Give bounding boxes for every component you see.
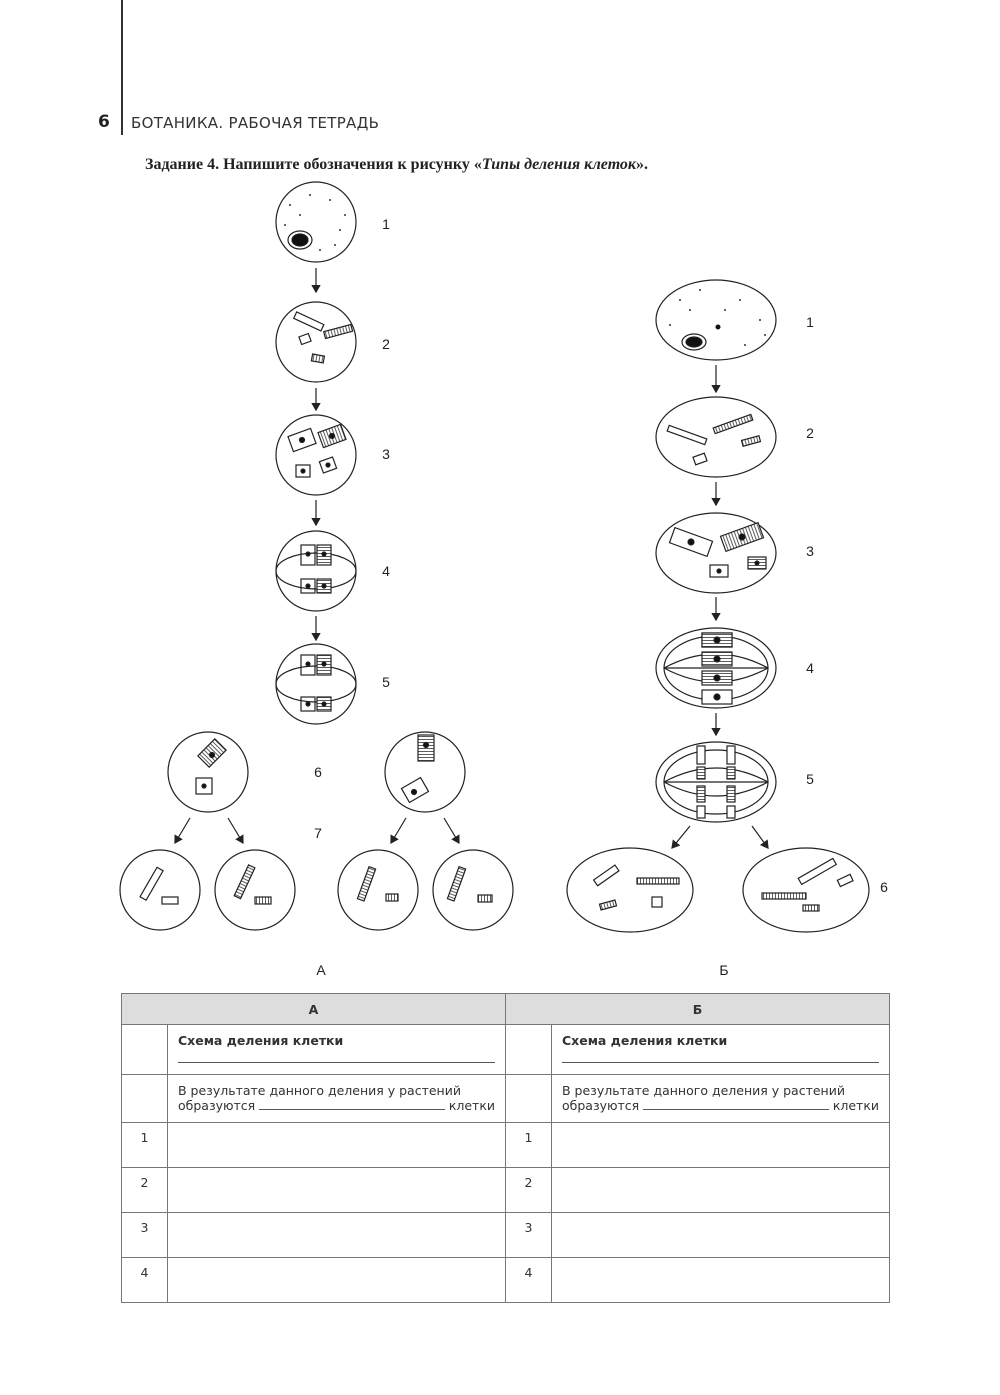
left-stage-labels: 1 2 3 4 5 6 7 [314, 216, 390, 841]
stage-label: 6 [314, 764, 322, 780]
stage-label: 5 [806, 771, 814, 787]
stage-label: 6 [880, 879, 888, 895]
row-number: 4 [121, 1257, 168, 1303]
row-number: 4 [505, 1257, 552, 1303]
page-number: 6 [98, 112, 110, 132]
mitosis-stage-1 [275, 181, 357, 263]
scheme-label-a: Схема деления клетки [178, 1033, 344, 1048]
row-number: 2 [505, 1167, 552, 1213]
result-cell-a[interactable]: В результате данного деления у растений … [167, 1074, 506, 1123]
stage-label: 5 [382, 674, 390, 690]
mitosis-stage-4 [275, 530, 357, 612]
stage-label: 3 [806, 543, 814, 559]
result-cell-b[interactable]: В результате данного деления у растений … [551, 1074, 890, 1123]
result-suffix-b: клетки [832, 1098, 879, 1113]
meiosis-stage-1 [655, 279, 777, 361]
answer-cell-a-2[interactable] [167, 1167, 506, 1213]
mitosis-stage-3 [275, 414, 357, 496]
stage-label: 1 [806, 314, 814, 330]
meiosis-stage-4 [655, 627, 777, 709]
stage-label: 2 [806, 425, 814, 441]
column-a-header: А [121, 993, 506, 1025]
row-number: 1 [505, 1122, 552, 1168]
scheme-cell-b[interactable]: Схема деления клетки [551, 1024, 890, 1075]
mitosis-stage-6-right [384, 731, 466, 813]
answer-cell-b-3[interactable] [551, 1212, 890, 1258]
running-title: БОТАНИКА. РАБОЧАЯ ТЕТРАДЬ [131, 114, 380, 132]
mitosis-stage-5 [275, 643, 357, 725]
margin-rule [121, 0, 123, 135]
meiosis-stage-3 [655, 512, 777, 594]
task-heading: Задание 4. Напишите обозначения к рисунк… [145, 156, 648, 174]
mitosis-stage-2 [275, 301, 357, 383]
answer-cell-a-4[interactable] [167, 1257, 506, 1303]
cell-division-figure: 1 2 3 4 5 6 7 1 2 3 4 5 6 А Б [119, 181, 888, 978]
caption-left: А [316, 962, 326, 978]
result-text-b: В результате данного деления у растений [562, 1083, 845, 1098]
scheme-label-b: Схема деления клетки [562, 1033, 728, 1048]
row-number: 3 [505, 1212, 552, 1258]
task-figure-title: Типы деления клеток [481, 156, 637, 173]
answer-table: А Б Схема деления клетки Схема деления к… [121, 993, 890, 1303]
result-prefix-a: образуются [178, 1098, 256, 1113]
answer-cell-a-3[interactable] [167, 1212, 506, 1258]
task-prefix: Задание 4. Напишите обозначения к рисунк… [145, 156, 482, 173]
answer-cell-a-1[interactable] [167, 1122, 506, 1168]
answer-cell-b-1[interactable] [551, 1122, 890, 1168]
task-suffix: ». [636, 156, 649, 173]
result-suffix-a: клетки [448, 1098, 495, 1113]
row-number: 1 [121, 1122, 168, 1168]
mitosis-stage-6-left [167, 731, 249, 813]
result-prefix-b: образуются [562, 1098, 640, 1113]
answer-cell-b-4[interactable] [551, 1257, 890, 1303]
answer-cell-b-2[interactable] [551, 1167, 890, 1213]
stage-label: 1 [382, 216, 390, 232]
row-number: 2 [121, 1167, 168, 1213]
mitosis-daughter-cells [119, 849, 514, 931]
scheme-cell-a[interactable]: Схема деления клетки [167, 1024, 506, 1075]
stage-label: 3 [382, 446, 390, 462]
meiosis-stage-2 [655, 396, 777, 478]
meiosis-stage-5 [655, 741, 777, 823]
right-stage-labels: 1 2 3 4 5 6 [806, 314, 888, 895]
stage-label: 4 [806, 660, 814, 676]
meiosis-daughter-cells [566, 847, 870, 933]
row-number: 3 [121, 1212, 168, 1258]
stage-label: 4 [382, 563, 390, 579]
stage-label: 7 [314, 825, 322, 841]
result-text-a: В результате данного деления у растений [178, 1083, 461, 1098]
caption-right: Б [719, 962, 728, 978]
stage-label: 2 [382, 336, 390, 352]
column-b-header: Б [505, 993, 890, 1025]
